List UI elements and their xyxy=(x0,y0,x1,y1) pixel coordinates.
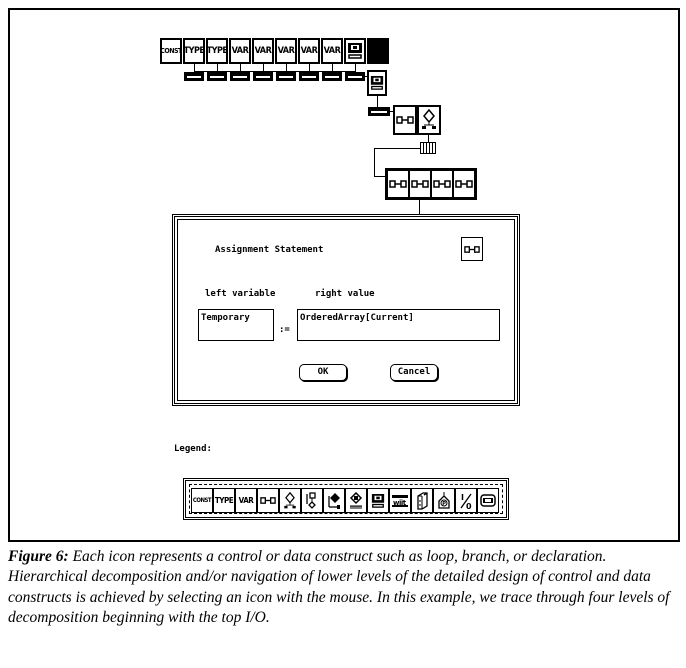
var-icon[interactable]: VAR xyxy=(298,38,320,64)
svg-text:I: I xyxy=(461,493,464,502)
connector-line xyxy=(364,76,368,77)
connector-line xyxy=(217,64,218,72)
connector-line xyxy=(194,64,195,72)
figure-label: Figure 6: xyxy=(8,548,69,565)
sub-block[interactable] xyxy=(276,72,296,81)
connector-line xyxy=(374,176,386,177)
connector-line xyxy=(194,71,356,72)
for-loop-icon[interactable] xyxy=(345,488,367,513)
level4-group xyxy=(385,168,477,200)
sub-block[interactable] xyxy=(345,72,365,81)
connector-line xyxy=(390,111,394,112)
connector-line xyxy=(286,64,287,72)
io-monitor-icon[interactable] xyxy=(344,38,366,64)
assignment-icon[interactable] xyxy=(453,170,475,198)
var-icon-label: VAR xyxy=(277,46,295,56)
connector-line xyxy=(240,64,241,72)
sub-block[interactable] xyxy=(184,72,204,81)
assignment-icon[interactable] xyxy=(393,105,417,135)
call-icon[interactable] xyxy=(477,488,499,513)
var-label: VAR xyxy=(238,496,254,505)
sub-block[interactable] xyxy=(207,72,227,81)
var-icon[interactable]: VAR xyxy=(275,38,297,64)
assignment-icon[interactable] xyxy=(431,170,453,198)
const-icon-label: CONST xyxy=(160,47,182,55)
ok-button[interactable]: OK xyxy=(299,364,347,381)
const-icon[interactable]: CONST xyxy=(160,38,182,64)
type-icon[interactable]: TYPE xyxy=(183,38,205,64)
connector-line xyxy=(355,64,356,72)
var-icon-label: VAR xyxy=(254,46,272,56)
assignment-icon[interactable] xyxy=(409,170,431,198)
var-icon[interactable]: VAR xyxy=(235,488,257,513)
const-icon[interactable]: CONST xyxy=(191,488,213,513)
type-icon-label: TYPE xyxy=(183,46,205,56)
type-label: TYPE xyxy=(214,496,234,505)
connector-line xyxy=(309,64,310,72)
dialog-title: Assignment Statement xyxy=(215,245,324,255)
svg-text:wiit: wiit xyxy=(393,499,407,507)
left-variable-label: left variable xyxy=(205,289,276,299)
sub-block[interactable] xyxy=(368,107,390,116)
file-icon[interactable] xyxy=(411,488,433,513)
svg-text:P: P xyxy=(442,501,446,507)
var-icon-label: VAR xyxy=(323,46,341,56)
figure-caption: Figure 6: Each icon represents a control… xyxy=(8,547,678,629)
var-icon[interactable]: VAR xyxy=(321,38,343,64)
io-monitor-icon[interactable] xyxy=(367,488,389,513)
sub-block[interactable] xyxy=(230,72,250,81)
case-icon[interactable] xyxy=(323,488,345,513)
write-icon[interactable]: wiit xyxy=(389,488,411,513)
loop-icon[interactable] xyxy=(301,488,323,513)
assignment-icon[interactable] xyxy=(257,488,279,513)
var-icon[interactable]: VAR xyxy=(252,38,274,64)
type-icon-label: TYPE xyxy=(206,46,228,56)
sub-block[interactable] xyxy=(253,72,273,81)
connector-line xyxy=(263,64,264,72)
var-icon[interactable]: VAR xyxy=(229,38,251,64)
connector-line xyxy=(377,96,378,108)
branch-icon[interactable] xyxy=(417,105,441,135)
sub-block[interactable] xyxy=(322,72,342,81)
assignment-dialog: Assignment Statement left variable right… xyxy=(172,214,520,406)
var-icon-label: VAR xyxy=(231,46,249,56)
loop-connector-icon[interactable] xyxy=(420,142,436,154)
right-value-label: right value xyxy=(315,289,375,299)
assignment-icon xyxy=(461,237,483,261)
io-monitor-icon[interactable] xyxy=(367,70,387,96)
sub-block[interactable] xyxy=(299,72,319,81)
branch-icon[interactable] xyxy=(279,488,301,513)
const-label: CONST xyxy=(192,497,212,504)
connector-line xyxy=(374,148,420,149)
var-icon-label: VAR xyxy=(300,46,318,56)
type-icon[interactable]: TYPE xyxy=(213,488,235,513)
legend-label: Legend: xyxy=(174,444,212,454)
selected-black-icon[interactable] xyxy=(367,38,389,64)
procedure-icon[interactable]: P xyxy=(433,488,455,513)
right-value-field[interactable]: OrderedArray[Current] xyxy=(297,309,500,341)
type-icon[interactable]: TYPE xyxy=(206,38,228,64)
figure-frame xyxy=(8,8,680,542)
left-variable-field[interactable]: Temporary xyxy=(198,309,274,341)
connector-line xyxy=(419,200,420,214)
connector-line xyxy=(428,135,429,142)
svg-text:0: 0 xyxy=(466,502,472,510)
assignment-operator: := xyxy=(279,325,290,335)
assignment-icon[interactable] xyxy=(387,170,409,198)
connector-line xyxy=(332,64,333,72)
cancel-button[interactable]: Cancel xyxy=(390,364,438,381)
caption-text: Each icon represents a control or data c… xyxy=(8,548,670,627)
connector-line xyxy=(374,148,375,176)
